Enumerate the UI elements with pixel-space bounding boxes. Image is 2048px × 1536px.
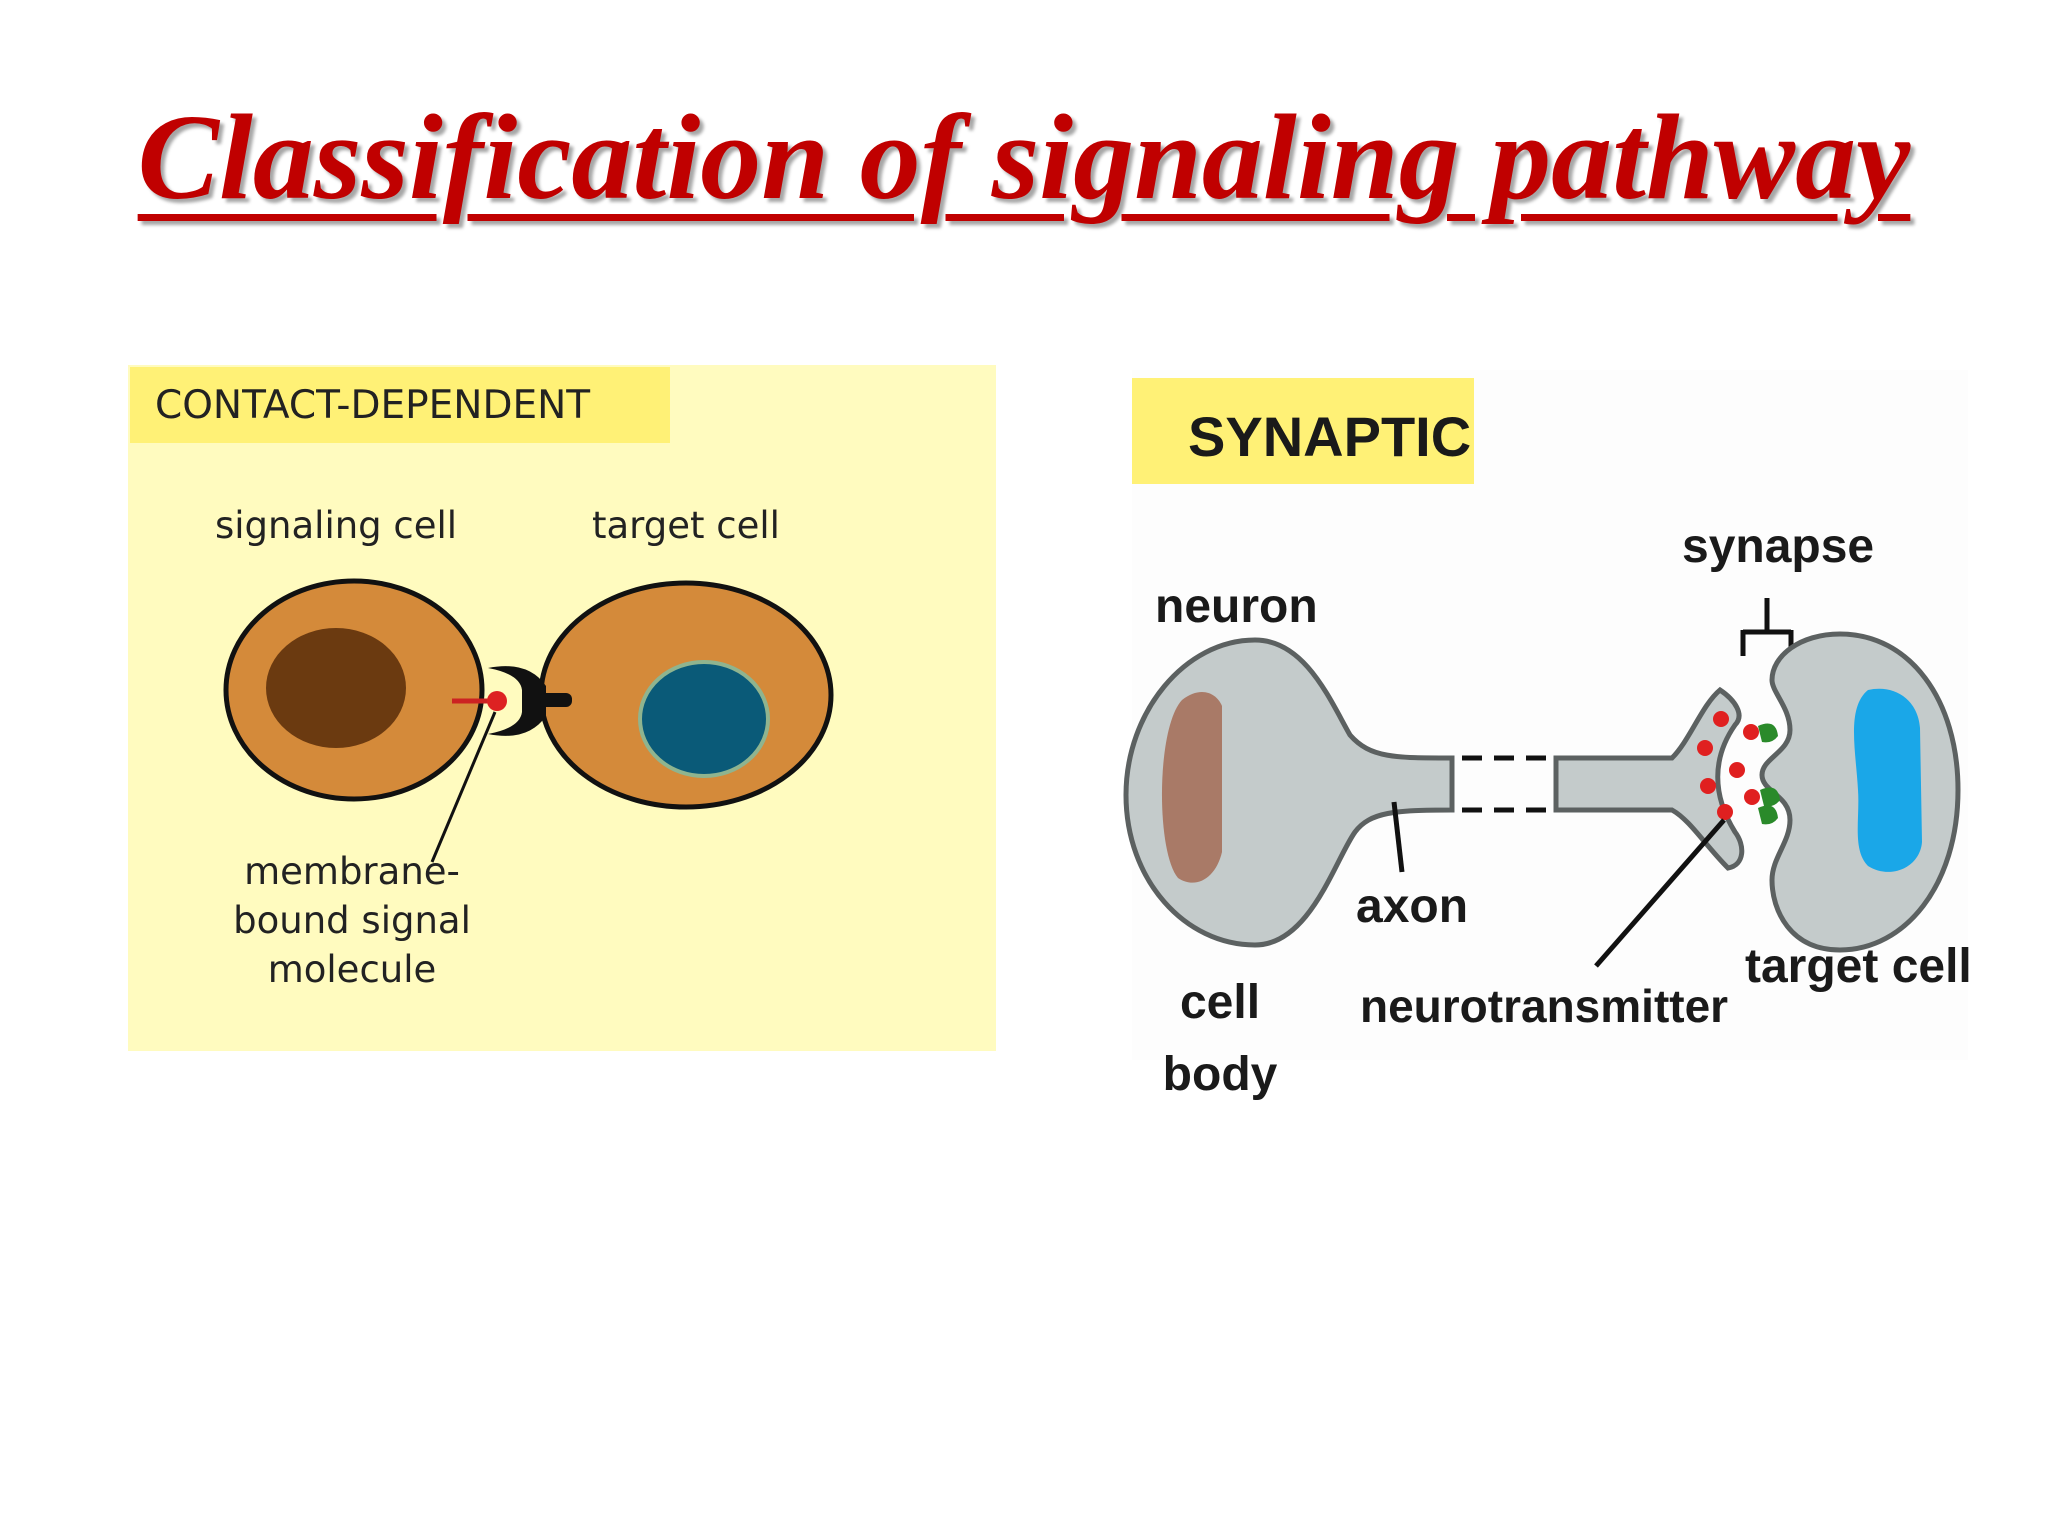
- neurotransmitter-label: neurotransmitter: [1360, 980, 1728, 1032]
- neurotransmitter-dot: [1700, 778, 1716, 794]
- neurotransmitter-dot: [1713, 711, 1729, 727]
- signal-molecule: [487, 691, 507, 711]
- synapse-label: synapse: [1682, 520, 1874, 573]
- neurotransmitter-dot: [1717, 804, 1733, 820]
- signal-label-line-2: bound signal: [233, 899, 471, 942]
- target-cell-label-contact: target cell: [592, 504, 780, 547]
- signaling-cell-label: signaling cell: [215, 504, 457, 547]
- receptor-icon: [1758, 723, 1778, 743]
- neurotransmitter-pointer-line: [1594, 818, 1726, 968]
- slide-title: Classification of signaling pathway: [137, 90, 1911, 225]
- cell-body-label-line-2: body: [1163, 1048, 1278, 1101]
- synaptic-header-tag: [1132, 378, 1474, 484]
- receptor-icon: [1760, 787, 1780, 807]
- receptor-shape: [488, 666, 546, 736]
- contact-dependent-panel: CONTACT-DEPENDENT signaling cell target …: [128, 365, 996, 1051]
- neurotransmitter-dot: [1744, 789, 1760, 805]
- signal-label-line-1: membrane-: [244, 850, 460, 893]
- synaptic-header-label: SYNAPTIC: [1188, 405, 1471, 468]
- target-cell-label-synaptic: target cell: [1745, 940, 1972, 993]
- neurotransmitter-dot: [1743, 724, 1759, 740]
- cell-body-label-line-1: cell: [1180, 976, 1260, 1029]
- target-cell-nucleus-contact: [638, 660, 770, 778]
- neuron-label: neuron: [1155, 580, 1318, 633]
- axon-pointer-line: [1391, 801, 1405, 873]
- synaptic-panel: SYNAPTIC neuron synapse axon cell: [1123, 370, 1972, 1101]
- target-cell-nucleus-synaptic: [1854, 688, 1922, 872]
- neurotransmitter-dot: [1697, 740, 1713, 756]
- receptor-icon: [1758, 805, 1778, 825]
- contact-header-tag: [130, 367, 670, 443]
- synapse-bracket: [1740, 598, 1794, 656]
- signaling-cell-nucleus: [266, 628, 406, 748]
- axon-terminal: [1553, 686, 1745, 871]
- axon-label: axon: [1356, 880, 1468, 933]
- signal-pointer-line: [430, 711, 497, 863]
- neuron-nucleus: [1161, 692, 1222, 883]
- neurotransmitter-dot: [1729, 762, 1745, 778]
- contact-header-label: CONTACT-DEPENDENT: [155, 383, 590, 428]
- receptor-stalk: [540, 693, 572, 707]
- signal-label-line-3: molecule: [268, 948, 437, 991]
